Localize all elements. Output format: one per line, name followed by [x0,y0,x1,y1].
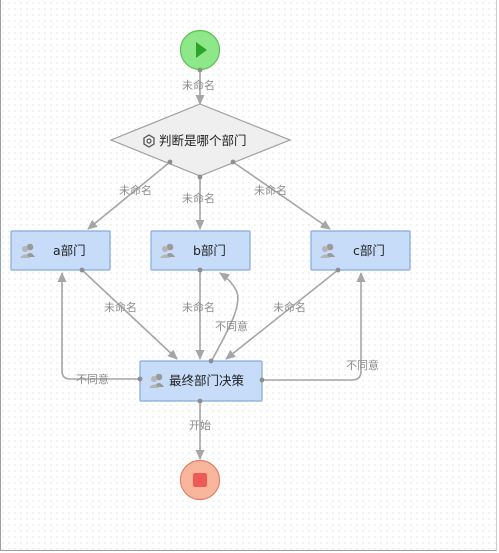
user-group-icon [149,373,164,388]
label-final-to-end: 开始 [189,418,211,432]
task-c-label: c部门 [353,243,385,258]
edge-decision-to-a[interactable] [87,161,171,230]
edge-decision-to-c[interactable] [232,161,331,230]
end-event[interactable] [179,459,221,501]
stop-icon [193,473,207,487]
decision-node[interactable]: 判断是哪个部门 [109,103,292,177]
label-decision-to-c: 未命名 [254,183,287,197]
edge-final-to-a[interactable] [57,272,141,380]
task-a-label: a部门 [53,243,86,258]
connectors [57,70,366,460]
task-c[interactable]: c部门 [310,230,411,271]
edge-c-to-final[interactable] [225,269,339,360]
play-icon [196,42,207,58]
edge-final-to-c[interactable] [262,272,366,381]
label-start-to-decision: 未命名 [182,78,215,92]
task-b[interactable]: b部门 [150,230,251,271]
decision-label: 判断是哪个部门 [159,133,247,148]
label-final-to-b: 不同意 [215,319,248,333]
label-final-to-a: 不同意 [76,372,109,386]
label-decision-to-a: 未命名 [119,183,152,197]
label-decision-to-b: 未命名 [182,191,215,205]
user-group-icon [160,243,175,258]
label-b-to-final: 未命名 [182,300,215,314]
label-final-to-c: 不同意 [346,358,379,372]
edge-labels: 未命名 未命名 未命名 未命名 未命名 未命名 未命名 不同意 不同意 不同意 … [76,78,379,432]
edge-a-to-final[interactable] [81,269,178,360]
user-group-icon [20,243,35,258]
edge-final-to-b[interactable] [210,272,239,363]
decision-gear-icon [143,134,155,148]
task-b-label: b部门 [193,243,226,258]
task-a[interactable]: a部门 [10,230,111,271]
label-a-to-final: 未命名 [104,300,137,314]
user-group-icon [320,243,335,258]
label-c-to-final: 未命名 [273,300,306,314]
connection-points [79,67,341,404]
task-final-decision[interactable]: 最终部门决策 [139,360,263,402]
start-event[interactable] [179,29,221,71]
task-final-label: 最终部门决策 [169,373,245,388]
